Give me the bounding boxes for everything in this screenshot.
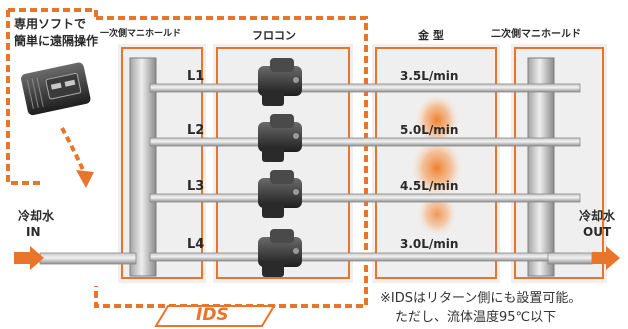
software-label-line1: 専用ソフトで	[14, 17, 87, 31]
flowcon-device-l2	[258, 114, 302, 162]
line-label-l1: L1	[187, 69, 205, 84]
line-pipe-l1	[149, 83, 581, 93]
line-label-l4: L4	[187, 237, 205, 252]
heat-spot	[415, 94, 459, 146]
line-pipe-l2	[149, 137, 581, 147]
outlet-label-line1: 冷却水	[579, 209, 616, 223]
flowcon-device-l4	[258, 229, 302, 277]
inlet-arrow	[14, 246, 44, 270]
remote-controller-device	[21, 62, 91, 116]
remote-link-arrow-path	[60, 127, 86, 173]
flow-rate-l1: 3.5L/min	[400, 69, 459, 83]
flow-rate-l3: 4.5L/min	[400, 179, 459, 193]
note-line1: ※IDSはリターン側にも設置可能。	[380, 291, 582, 306]
remote-link-arrowhead	[76, 170, 94, 188]
flowcon-device-l3	[258, 170, 302, 218]
heat-spot	[411, 138, 463, 198]
line-pipe-l3	[149, 193, 581, 203]
secondary-manifold-panel	[511, 44, 607, 283]
outlet-pipe	[547, 252, 593, 265]
line-pipe-l4	[149, 252, 581, 262]
flow-rate-l4: 3.0L/min	[400, 237, 459, 251]
ids-boundary	[94, 16, 368, 308]
note-line2: ただし、流体温度95℃以下	[395, 310, 557, 325]
secondary-manifold-pipe	[527, 57, 555, 277]
mold-label: 金 型	[418, 29, 444, 42]
primary-manifold-label: 一次側マニホールド	[100, 29, 182, 39]
secondary-manifold-label: 二次側マニホールド	[491, 29, 581, 40]
line-label-l3: L3	[187, 179, 205, 194]
flowcon-device-l1	[258, 58, 302, 106]
software-boundary	[6, 10, 40, 185]
flowcon-label: フロコン	[252, 29, 296, 42]
ids-badge-label: IDS	[196, 305, 229, 325]
inlet-label-line2: IN	[26, 225, 41, 239]
ids-badge-shape	[154, 305, 276, 327]
software-label-line2: 簡単に遠隔操作	[14, 34, 99, 48]
line-label-l2: L2	[187, 123, 205, 138]
outlet-label-line2: OUT	[583, 225, 612, 239]
primary-manifold-pipe	[129, 57, 157, 277]
inlet-label-line1: 冷却水	[18, 209, 55, 223]
flow-rate-l2: 5.0L/min	[400, 123, 459, 137]
heat-spot	[417, 192, 457, 236]
inlet-pipe	[39, 252, 137, 265]
outlet-arrow	[592, 246, 620, 270]
